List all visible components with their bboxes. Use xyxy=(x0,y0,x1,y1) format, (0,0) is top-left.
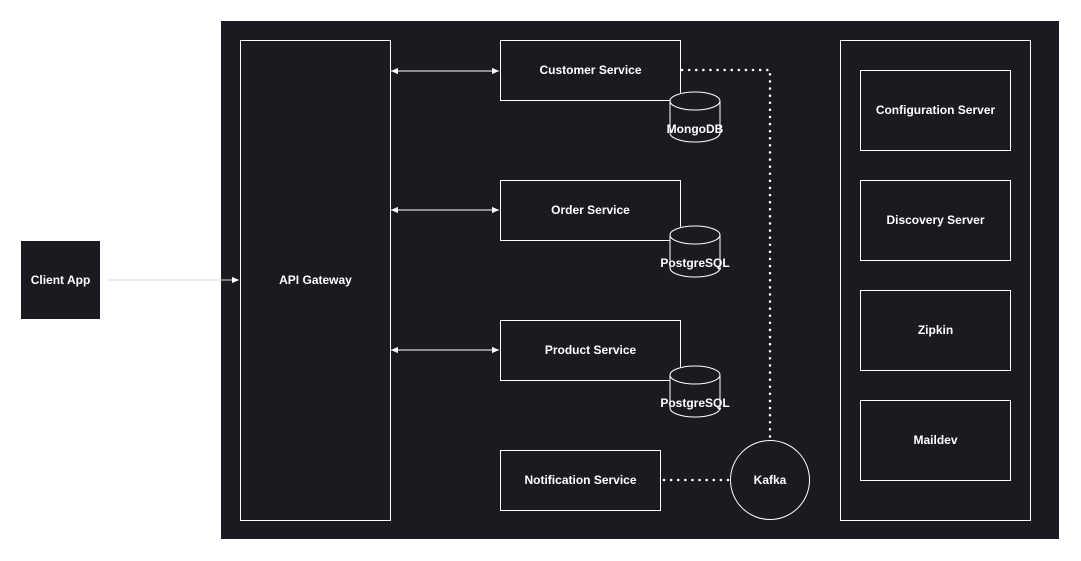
configuration-server-box xyxy=(860,70,1011,151)
maildev-node[interactable]: Maildev xyxy=(860,400,1011,481)
postgresql-product-label: PostgreSQL xyxy=(660,396,729,410)
zipkin-node[interactable]: Zipkin xyxy=(860,290,1011,371)
client-app-node[interactable]: Client App xyxy=(21,241,100,319)
configuration-server-label: Configuration Server xyxy=(876,103,996,117)
discovery-server-box xyxy=(860,180,1011,261)
kafka-label: Kafka xyxy=(754,473,787,487)
postgresql-product-cylinder-body xyxy=(669,375,721,418)
postgresql-order-cylinder-top xyxy=(669,225,721,245)
maildev-label: Maildev xyxy=(913,433,957,447)
customer-service-node[interactable]: Customer Service xyxy=(500,40,681,101)
discovery-server-label: Discovery Server xyxy=(886,213,984,227)
zipkin-box xyxy=(860,290,1011,371)
maildev-box xyxy=(860,400,1011,481)
api-gateway-node[interactable]: API Gateway xyxy=(240,40,391,521)
order-service-node[interactable]: Order Service xyxy=(500,180,681,241)
mongodb-label: MongoDB xyxy=(667,122,724,136)
api-gateway-box xyxy=(240,40,391,521)
infrastructure-group xyxy=(840,40,1031,521)
order-service-box xyxy=(500,180,681,241)
kafka-circle xyxy=(730,440,810,520)
customer-service-label: Customer Service xyxy=(539,63,641,77)
mongodb-database[interactable]: MongoDB xyxy=(667,91,724,143)
kafka-node[interactable]: Kafka xyxy=(730,440,810,520)
client-app-label: Client App xyxy=(31,273,91,287)
postgresql-order-database[interactable]: PostgreSQL xyxy=(660,225,730,278)
product-service-node[interactable]: Product Service xyxy=(500,320,681,381)
configuration-server-node[interactable]: Configuration Server xyxy=(860,70,1011,151)
postgresql-order-label: PostgreSQL xyxy=(660,256,729,270)
notification-service-node[interactable]: Notification Service xyxy=(500,450,661,511)
product-service-box xyxy=(500,320,681,381)
customer-service-box xyxy=(500,40,681,101)
notification-service-box xyxy=(500,450,661,511)
order-service-label: Order Service xyxy=(551,203,630,217)
product-service-label: Product Service xyxy=(545,343,637,357)
notification-service-label: Notification Service xyxy=(524,473,636,487)
discovery-server-node[interactable]: Discovery Server xyxy=(860,180,1011,261)
zipkin-label: Zipkin xyxy=(918,323,953,337)
mongodb-cylinder-body xyxy=(669,101,721,143)
postgresql-order-cylinder-body xyxy=(669,235,721,278)
customer-kafka-connector xyxy=(680,68,772,440)
api-gateway-label: API Gateway xyxy=(279,273,352,287)
mongodb-cylinder-top xyxy=(669,91,721,111)
postgresql-product-database[interactable]: PostgreSQL xyxy=(660,365,730,418)
postgresql-product-cylinder-top xyxy=(669,365,721,385)
client-app-box xyxy=(21,241,100,319)
